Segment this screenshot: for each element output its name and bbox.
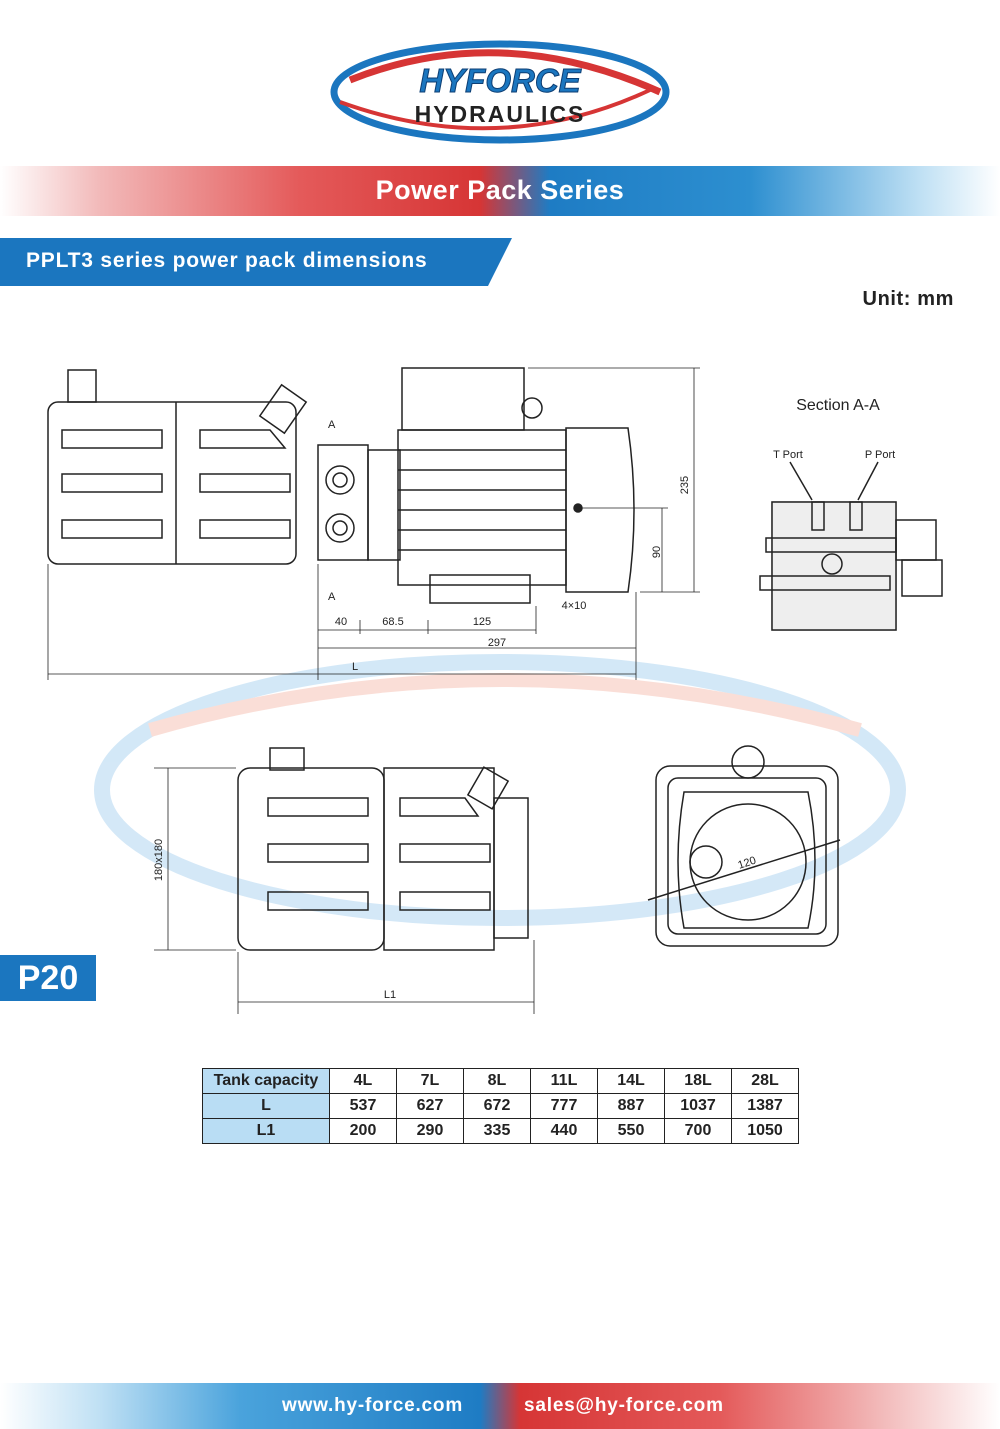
dim-68-5: 68.5 xyxy=(382,616,403,628)
table-cell: 550 xyxy=(597,1118,665,1144)
series-title: Power Pack Series xyxy=(375,175,625,205)
cut-label-bottom: A xyxy=(328,591,336,603)
table-cell: 7L xyxy=(396,1068,464,1094)
dim-297: 297 xyxy=(488,637,506,649)
dim-120: 120 xyxy=(736,855,757,872)
dim-L: L xyxy=(352,661,358,673)
dim-125: 125 xyxy=(473,616,491,628)
table-cell: 335 xyxy=(463,1118,531,1144)
website-link[interactable]: www.hy-force.com xyxy=(282,1395,464,1416)
section-title: PPLT3 series power pack dimensions xyxy=(26,249,428,272)
table-header-row: Tank capacity 4L 7L 8L 11L 14L 18L 28L xyxy=(202,1068,799,1094)
table-cell: 440 xyxy=(530,1118,598,1144)
table-cell: 537 xyxy=(329,1093,397,1119)
end-view xyxy=(647,745,841,947)
tank-capacity-table: Tank capacity 4L 7L 8L 11L 14L 18L 28L L… xyxy=(202,1068,799,1144)
table-cell: 290 xyxy=(396,1118,464,1144)
table-cell: 627 xyxy=(396,1093,464,1119)
table-cell: 777 xyxy=(530,1093,598,1119)
table-row: L1 200 290 335 440 550 700 1050 xyxy=(202,1118,799,1144)
table-cell: 887 xyxy=(597,1093,665,1119)
front-view xyxy=(47,367,635,604)
dim-4x10: 4×10 xyxy=(562,600,587,612)
cut-label-top: A xyxy=(328,419,336,431)
section-a-a-title: Section A-A xyxy=(796,397,880,414)
table-cell: L1 xyxy=(202,1118,330,1144)
watermark xyxy=(94,654,906,926)
table-cell: L xyxy=(202,1093,330,1119)
dim-90: 90 xyxy=(651,546,663,558)
dim-L1: L1 xyxy=(384,989,396,1001)
table-cell: 18L xyxy=(664,1068,732,1094)
section-a-a-view xyxy=(759,461,943,631)
dim-40: 40 xyxy=(335,616,347,628)
table-cell: 1050 xyxy=(731,1118,799,1144)
table-cell: 4L xyxy=(329,1068,397,1094)
footer-bar: www.hy-force.com sales@hy-force.com xyxy=(0,1383,1000,1429)
table-cell: 200 xyxy=(329,1118,397,1144)
dimension-drawings: 235 90 40 68.5 125 297 4×10 L A A Sectio… xyxy=(0,350,1000,1030)
table-row: L 537 627 672 777 887 1037 1387 xyxy=(202,1093,799,1119)
table-cell: 672 xyxy=(463,1093,531,1119)
dim-235: 235 xyxy=(679,476,691,494)
table-cell: 8L xyxy=(463,1068,531,1094)
front-view-dimensions xyxy=(47,367,700,680)
table-cell: 28L xyxy=(731,1068,799,1094)
table-cell: 1037 xyxy=(664,1093,732,1119)
table-cell: Tank capacity xyxy=(202,1068,330,1094)
logo-line-1: HYFORCE xyxy=(419,62,581,99)
side-view-dimensions xyxy=(154,767,535,1014)
brand-logo: HYFORCE HYDRAULICS xyxy=(330,40,670,145)
t-port-label: T Port xyxy=(773,449,803,461)
logo-line-2: HYDRAULICS xyxy=(415,101,586,127)
side-view xyxy=(237,747,529,951)
table-cell: 14L xyxy=(597,1068,665,1094)
table-cell: 1387 xyxy=(731,1093,799,1119)
dim-180x180: 180x180 xyxy=(153,839,165,881)
unit-label: Unit: mm xyxy=(862,288,954,310)
table-cell: 700 xyxy=(664,1118,732,1144)
p-port-label: P Port xyxy=(865,449,895,461)
email-link[interactable]: sales@hy-force.com xyxy=(524,1395,724,1416)
table-cell: 11L xyxy=(530,1068,598,1094)
page-number: P20 xyxy=(0,955,96,1001)
series-banner: Power Pack Series xyxy=(0,166,1000,216)
section-heading-tab: PPLT3 series power pack dimensions xyxy=(0,238,512,286)
